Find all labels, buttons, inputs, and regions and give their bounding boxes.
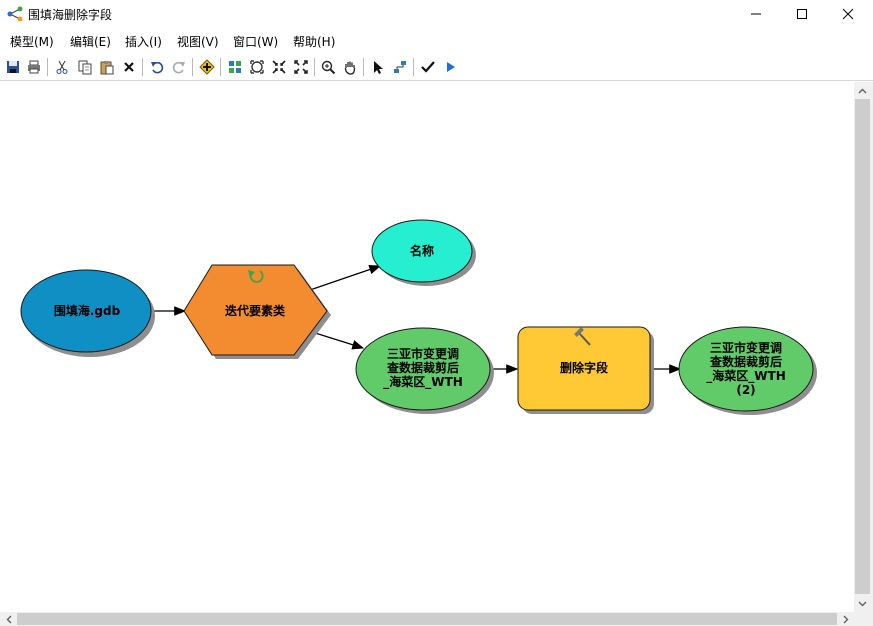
window-edge <box>871 82 873 626</box>
model-canvas[interactable]: 围填海.gdb 迭代要素类 名称 三亚市变更调 查数据裁剪后 _海菜区_WTH <box>0 82 854 612</box>
toolbar-separator <box>142 58 143 76</box>
add-data-button[interactable] <box>197 57 217 77</box>
final-output-label-line4: (2) <box>736 383 755 397</box>
full-extent-button[interactable] <box>247 57 267 77</box>
iterator-node[interactable]: 迭代要素类 <box>183 264 331 359</box>
zoom-in-icon <box>321 60 336 75</box>
fixed-zoom-out-icon <box>294 60 308 74</box>
connect-button[interactable] <box>390 57 410 77</box>
copy-icon <box>78 60 92 75</box>
delete-icon <box>124 62 134 72</box>
zoom-in-button[interactable] <box>318 57 338 77</box>
iterator-output-label-line3: _海菜区_WTH <box>383 374 462 390</box>
vertical-scroll-thumb[interactable] <box>855 99 870 594</box>
pan-icon <box>344 61 356 75</box>
horizontal-scrollbar[interactable] <box>0 612 854 626</box>
title-bar: 围填海删除字段 <box>0 0 873 28</box>
auto-layout-icon <box>229 61 241 73</box>
menu-view[interactable]: 视图(V) <box>177 35 219 49</box>
cut-button[interactable] <box>52 57 72 77</box>
maximize-button[interactable] <box>779 0 825 28</box>
scroll-up-button[interactable] <box>854 82 871 99</box>
final-output-node[interactable]: 三亚市变更调 查数据裁剪后 _海菜区_WTH (2) <box>678 326 817 415</box>
hammer-icon <box>574 327 591 346</box>
delete-field-tool-node[interactable]: 删除字段 <box>517 326 654 414</box>
scrollbar-corner <box>854 612 873 626</box>
toolbar-separator <box>413 58 414 76</box>
model-diagram: 围填海.gdb 迭代要素类 名称 三亚市变更调 查数据裁剪后 _海菜区_WTH <box>20 219 817 415</box>
menu-bar: 模型(M) 编辑(E) 插入(I) 视图(V) 窗口(W) 帮助(H) <box>0 30 873 52</box>
chevron-left-icon <box>6 615 11 623</box>
iterator-output-label-line1: 三亚市变更调 <box>387 346 459 361</box>
close-icon <box>842 8 854 20</box>
delete-field-tool-label: 删除字段 <box>560 360 609 375</box>
connector-iterator-to-output <box>311 331 365 350</box>
iterator-label: 迭代要素类 <box>225 303 286 318</box>
delete-button[interactable] <box>119 57 139 77</box>
input-gdb-label: 围填海.gdb <box>54 303 121 318</box>
scroll-down-button[interactable] <box>854 595 871 612</box>
copy-button[interactable] <box>75 57 95 77</box>
name-variable-node[interactable]: 名称 <box>371 219 476 286</box>
validate-button[interactable] <box>418 57 438 77</box>
model-builder-icon <box>7 6 23 22</box>
run-button[interactable] <box>440 57 460 77</box>
final-output-label-line2: 查数据裁剪后 <box>709 354 782 369</box>
vertical-scrollbar[interactable] <box>854 82 871 612</box>
iterate-icon <box>248 270 264 283</box>
add-data-icon <box>199 59 215 75</box>
select-icon <box>374 61 383 74</box>
toolbar-separator <box>220 58 221 76</box>
undo-icon <box>151 61 164 74</box>
menu-insert[interactable]: 插入(I) <box>125 35 162 49</box>
undo-button[interactable] <box>147 57 167 77</box>
print-button[interactable] <box>24 57 44 77</box>
iterator-output-node[interactable]: 三亚市变更调 查数据裁剪后 _海菜区_WTH <box>355 327 494 414</box>
print-icon <box>28 60 40 74</box>
final-output-label-line1: 三亚市变更调 <box>710 340 782 355</box>
save-button[interactable] <box>3 57 23 77</box>
save-icon <box>7 61 19 73</box>
chevron-down-icon <box>858 601 867 606</box>
fixed-zoom-out-button[interactable] <box>291 57 311 77</box>
chevron-up-icon <box>858 88 867 93</box>
menu-window[interactable]: 窗口(W) <box>233 35 279 49</box>
select-button[interactable] <box>368 57 388 77</box>
menu-help[interactable]: 帮助(H) <box>293 35 336 49</box>
scroll-left-button[interactable] <box>0 612 17 626</box>
menu-edit[interactable]: 编辑(E) <box>70 35 111 49</box>
name-variable-label: 名称 <box>410 243 434 258</box>
input-gdb-node[interactable]: 围填海.gdb <box>20 269 155 357</box>
fixed-zoom-in-icon <box>272 60 286 74</box>
paste-button[interactable] <box>97 57 117 77</box>
scroll-right-button[interactable] <box>837 612 854 626</box>
toolbar <box>0 54 873 81</box>
pan-button[interactable] <box>340 57 360 77</box>
auto-layout-button[interactable] <box>225 57 245 77</box>
iterator-output-label-line2: 查数据裁剪后 <box>386 360 459 375</box>
minimize-icon <box>751 13 761 15</box>
validate-icon <box>421 61 435 73</box>
chevron-right-icon <box>843 615 848 623</box>
redo-button[interactable] <box>169 57 189 77</box>
connector-iterator-to-name <box>309 264 382 291</box>
redo-icon <box>172 61 185 74</box>
toolbar-separator <box>47 58 48 76</box>
paste-icon <box>100 61 114 75</box>
toolbar-separator <box>363 58 364 76</box>
full-extent-icon <box>250 60 264 74</box>
menu-model[interactable]: 模型(M) <box>10 35 54 49</box>
horizontal-scroll-thumb[interactable] <box>17 613 837 625</box>
toolbar-separator <box>314 58 315 76</box>
minimize-button[interactable] <box>733 0 779 28</box>
toolbar-separator <box>192 58 193 76</box>
fixed-zoom-in-button[interactable] <box>269 57 289 77</box>
maximize-icon <box>797 9 807 19</box>
window-title: 围填海删除字段 <box>28 8 113 22</box>
run-icon <box>447 62 455 72</box>
cut-icon <box>56 60 68 74</box>
close-button[interactable] <box>825 0 871 28</box>
final-output-label-line3: _海菜区_WTH <box>706 368 785 384</box>
connect-icon <box>394 61 406 73</box>
